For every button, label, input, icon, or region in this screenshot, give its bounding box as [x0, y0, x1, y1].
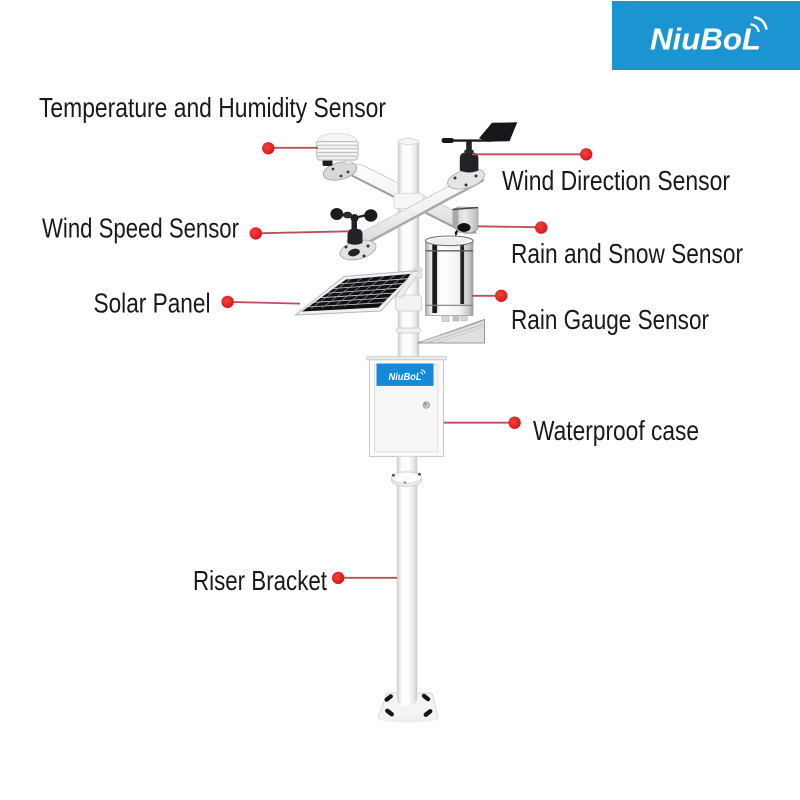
svg-text:Wind Direction Sensor: Wind Direction Sensor	[502, 165, 730, 196]
svg-text:Riser Bracket: Riser Bracket	[193, 565, 327, 596]
svg-text:Wind Speed Sensor: Wind Speed Sensor	[42, 213, 239, 244]
svg-text:Waterproof case: Waterproof case	[533, 415, 699, 446]
svg-text:Rain and Snow Sensor: Rain and Snow Sensor	[511, 238, 743, 269]
svg-text:NiuBoL: NiuBoL	[389, 372, 422, 383]
svg-text:Rain Gauge Sensor: Rain Gauge Sensor	[511, 304, 709, 335]
svg-text:Solar Panel: Solar Panel	[94, 288, 211, 319]
svg-text:Temperature and Humidity Senso: Temperature and Humidity Sensor	[39, 92, 386, 123]
svg-text:NiuBoL: NiuBoL	[650, 22, 761, 57]
